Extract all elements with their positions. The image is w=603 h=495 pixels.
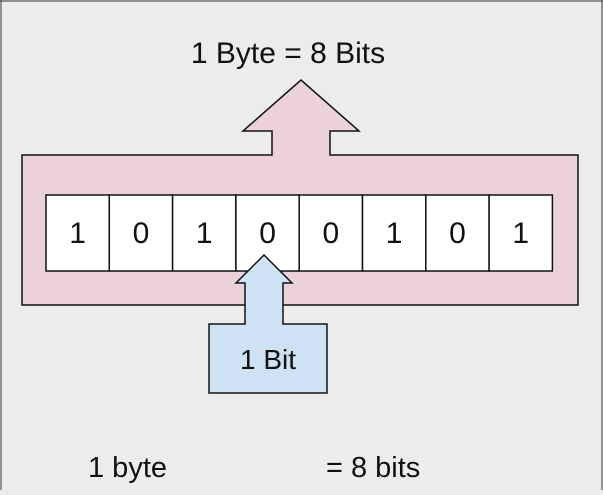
bit-cell bbox=[488, 194, 554, 272]
bit-value: 0 bbox=[133, 217, 150, 250]
bit-callout-label: 1 Bit bbox=[240, 344, 296, 375]
bit-cell bbox=[298, 194, 364, 272]
bit-value: 1 bbox=[512, 217, 529, 250]
bit-value: 1 bbox=[69, 217, 86, 250]
bit-value: 1 bbox=[196, 217, 213, 250]
footer-right-text: = 8 bits bbox=[326, 452, 420, 484]
bit-callout-arrow bbox=[208, 253, 328, 394]
bit-value: 0 bbox=[449, 217, 466, 250]
bit-cell bbox=[45, 194, 111, 272]
footer-left-text: 1 byte bbox=[88, 452, 167, 484]
bit-cell bbox=[108, 194, 174, 272]
diagram-title: 1 Byte = 8 Bits bbox=[191, 37, 385, 70]
bit-cells: 1 0 1 0 0 1 0 1 bbox=[45, 194, 554, 272]
bit-cell bbox=[171, 194, 237, 272]
bit-value: 1 bbox=[386, 217, 403, 250]
bit-cell bbox=[425, 194, 490, 272]
bit-value: 0 bbox=[259, 217, 276, 250]
bit-value: 0 bbox=[323, 217, 340, 250]
